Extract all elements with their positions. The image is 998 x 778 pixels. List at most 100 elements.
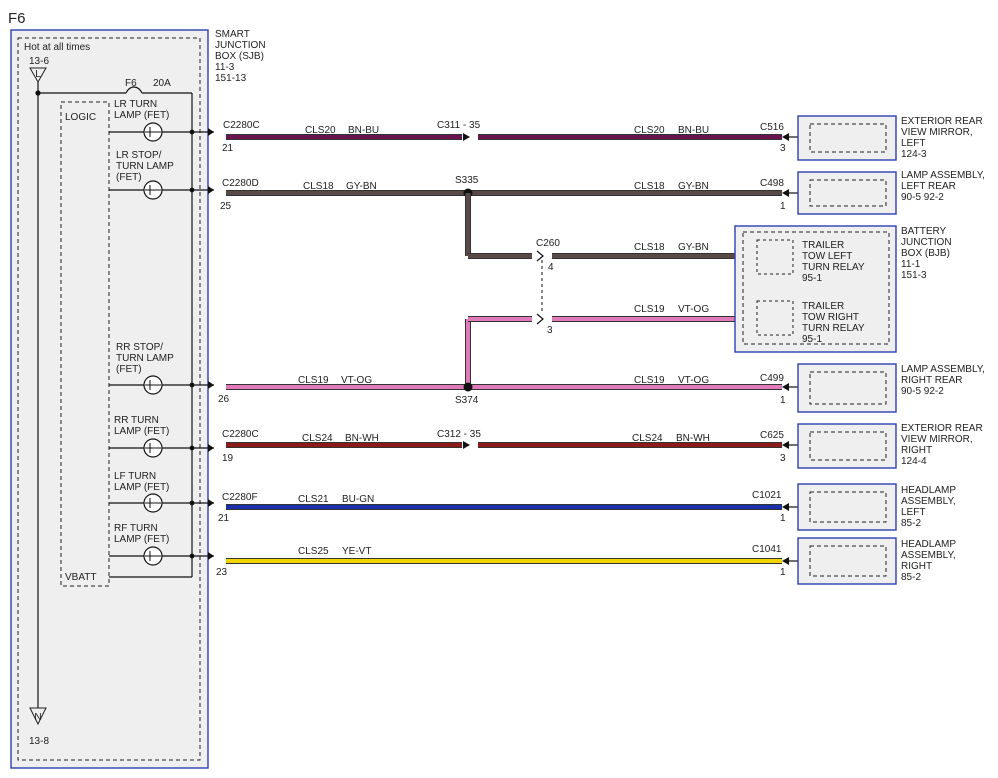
inline-connector-label: C311 - 35 — [437, 120, 481, 131]
wire-color-label: BN-WH — [676, 433, 710, 444]
fet-junction — [189, 187, 195, 193]
connector-label: C2280D — [222, 178, 259, 189]
fet-junction — [189, 129, 195, 135]
circuit-label: CLS19 — [634, 304, 665, 315]
component-inner — [809, 431, 887, 461]
vbatt-label: VBATT — [65, 572, 96, 583]
pin-label: 26 — [218, 394, 230, 405]
pin-label: 23 — [216, 567, 228, 578]
end-connector-label: C1041 — [752, 544, 782, 555]
sjb-name-line: 151-13 — [215, 73, 247, 84]
wire-color-label: BU-GN — [342, 494, 374, 505]
fet-label: LAMP (FET) — [114, 534, 169, 545]
branch-connector-label: C260 — [536, 238, 560, 249]
circuit-label: CLS24 — [632, 433, 663, 444]
sjb-name: SMART JUNCTION BOX (SJB) 11-3 151-13 — [215, 29, 266, 84]
fet-label: RF TURN — [114, 523, 158, 534]
component-label: 85-2 — [901, 518, 921, 529]
bjb-inner — [742, 231, 890, 345]
end-connector-label: C498 — [760, 178, 784, 189]
fet-label: RR STOP/ — [116, 342, 163, 353]
relay-label: TURN RELAY — [802, 262, 865, 273]
hot-ref: 13-6 — [29, 56, 49, 67]
component-label: ASSEMBLY, — [901, 496, 956, 507]
fet-labels: LR TURN LAMP (FET) LR STOP/ TURN LAMP (F… — [114, 99, 174, 545]
end-pin-label: 1 — [780, 567, 786, 578]
connector-arrow-icon — [208, 552, 214, 560]
connector-label: C2280C — [223, 120, 260, 131]
end-connector-label: C1021 — [752, 490, 782, 501]
sjb-name-line: BOX (SJB) — [215, 51, 264, 62]
circuit-label: CLS24 — [302, 433, 333, 444]
relay-label: 95-1 — [802, 273, 822, 284]
wire-color-label: BN-BU — [678, 125, 709, 136]
splice-label: S374 — [455, 395, 479, 406]
fuse-icon — [125, 86, 143, 94]
relay-label: 95-1 — [802, 334, 822, 345]
smart-junction-box: Hot at all times 13-6 L N 13-8 F6 20A LO… — [10, 29, 266, 769]
sjb-inner-dashed — [17, 37, 201, 761]
connector-label: C2280F — [222, 492, 258, 503]
wire-layer — [226, 133, 798, 565]
component-labels: EXTERIOR REAR VIEW MIRROR, LEFT 124-3 LA… — [901, 116, 985, 583]
connector-arrow-icon — [208, 186, 214, 194]
connector-arrow-icon — [782, 503, 789, 511]
hot-letter: L — [35, 69, 41, 80]
connector-arrow-icon — [208, 499, 214, 507]
component-inner — [809, 545, 887, 577]
component-box — [797, 171, 897, 215]
relay-label: TOW LEFT — [802, 251, 852, 262]
component-label: 11-1 — [901, 259, 921, 270]
component-label: LAMP ASSEMBLY, — [901, 170, 985, 181]
end-pin-label: 1 — [780, 513, 786, 524]
connector-arrow-icon — [208, 128, 214, 136]
connector-arrow-icon — [782, 383, 789, 391]
circuit-label: CLS18 — [634, 181, 665, 192]
ground-arrow-icon — [29, 707, 47, 726]
end-connector-label: C499 — [760, 373, 784, 384]
component-box — [797, 363, 897, 413]
component-label: HEADLAMP — [901, 539, 956, 550]
connector-arrow-icon — [208, 444, 214, 452]
component-label: LEFT — [901, 507, 925, 518]
relay-box — [756, 300, 794, 336]
splice-dot — [463, 382, 473, 392]
connector-arrow-icon — [782, 133, 789, 141]
component-inner — [809, 123, 887, 153]
circuit-label: CLS21 — [298, 494, 329, 505]
component-label: LEFT — [901, 138, 925, 149]
fet-label: (FET) — [116, 172, 142, 183]
component-box — [797, 537, 897, 585]
component-label: 151-3 — [901, 270, 927, 281]
wire-color-label: GY-BN — [678, 242, 709, 253]
fet-label: LR TURN — [114, 99, 157, 110]
chevron-icon — [536, 313, 544, 325]
fet-label: LR STOP/ — [116, 150, 162, 161]
component-label: 85-2 — [901, 572, 921, 583]
pin-label: 25 — [220, 201, 232, 212]
circuit-label: CLS20 — [305, 125, 336, 136]
fet-label: LAMP (FET) — [114, 426, 169, 437]
wire-color-label: BN-WH — [345, 433, 379, 444]
fuse-rating: 20A — [153, 78, 171, 89]
fet-label: RR TURN — [114, 415, 159, 426]
relay-labels: TRAILER TOW LEFT TURN RELAY 95-1 TRAILER… — [802, 240, 865, 345]
splice-label: S335 — [455, 175, 479, 186]
end-connector-label: C625 — [760, 430, 784, 441]
circuit-label: CLS18 — [303, 181, 334, 192]
hot-arrow-icon — [29, 67, 47, 84]
circuit-label: CLS25 — [298, 546, 329, 557]
wire-color-label: GY-BN — [346, 181, 377, 192]
connector-arrow-icon — [782, 441, 789, 449]
connector-arrow-icon — [463, 441, 470, 449]
component-label: HEADLAMP — [901, 485, 956, 496]
component-label: 90-5 92-2 — [901, 386, 944, 397]
component-inner — [809, 179, 887, 207]
component-label: LEFT REAR — [901, 181, 956, 192]
end-pin-label: 1 — [780, 395, 786, 406]
circuit-label: CLS19 — [634, 375, 665, 386]
gnd-ref: 13-8 — [29, 736, 49, 747]
component-label: BATTERY — [901, 226, 947, 237]
relay-label: TRAILER — [802, 301, 844, 312]
component-label: ASSEMBLY, — [901, 550, 956, 561]
